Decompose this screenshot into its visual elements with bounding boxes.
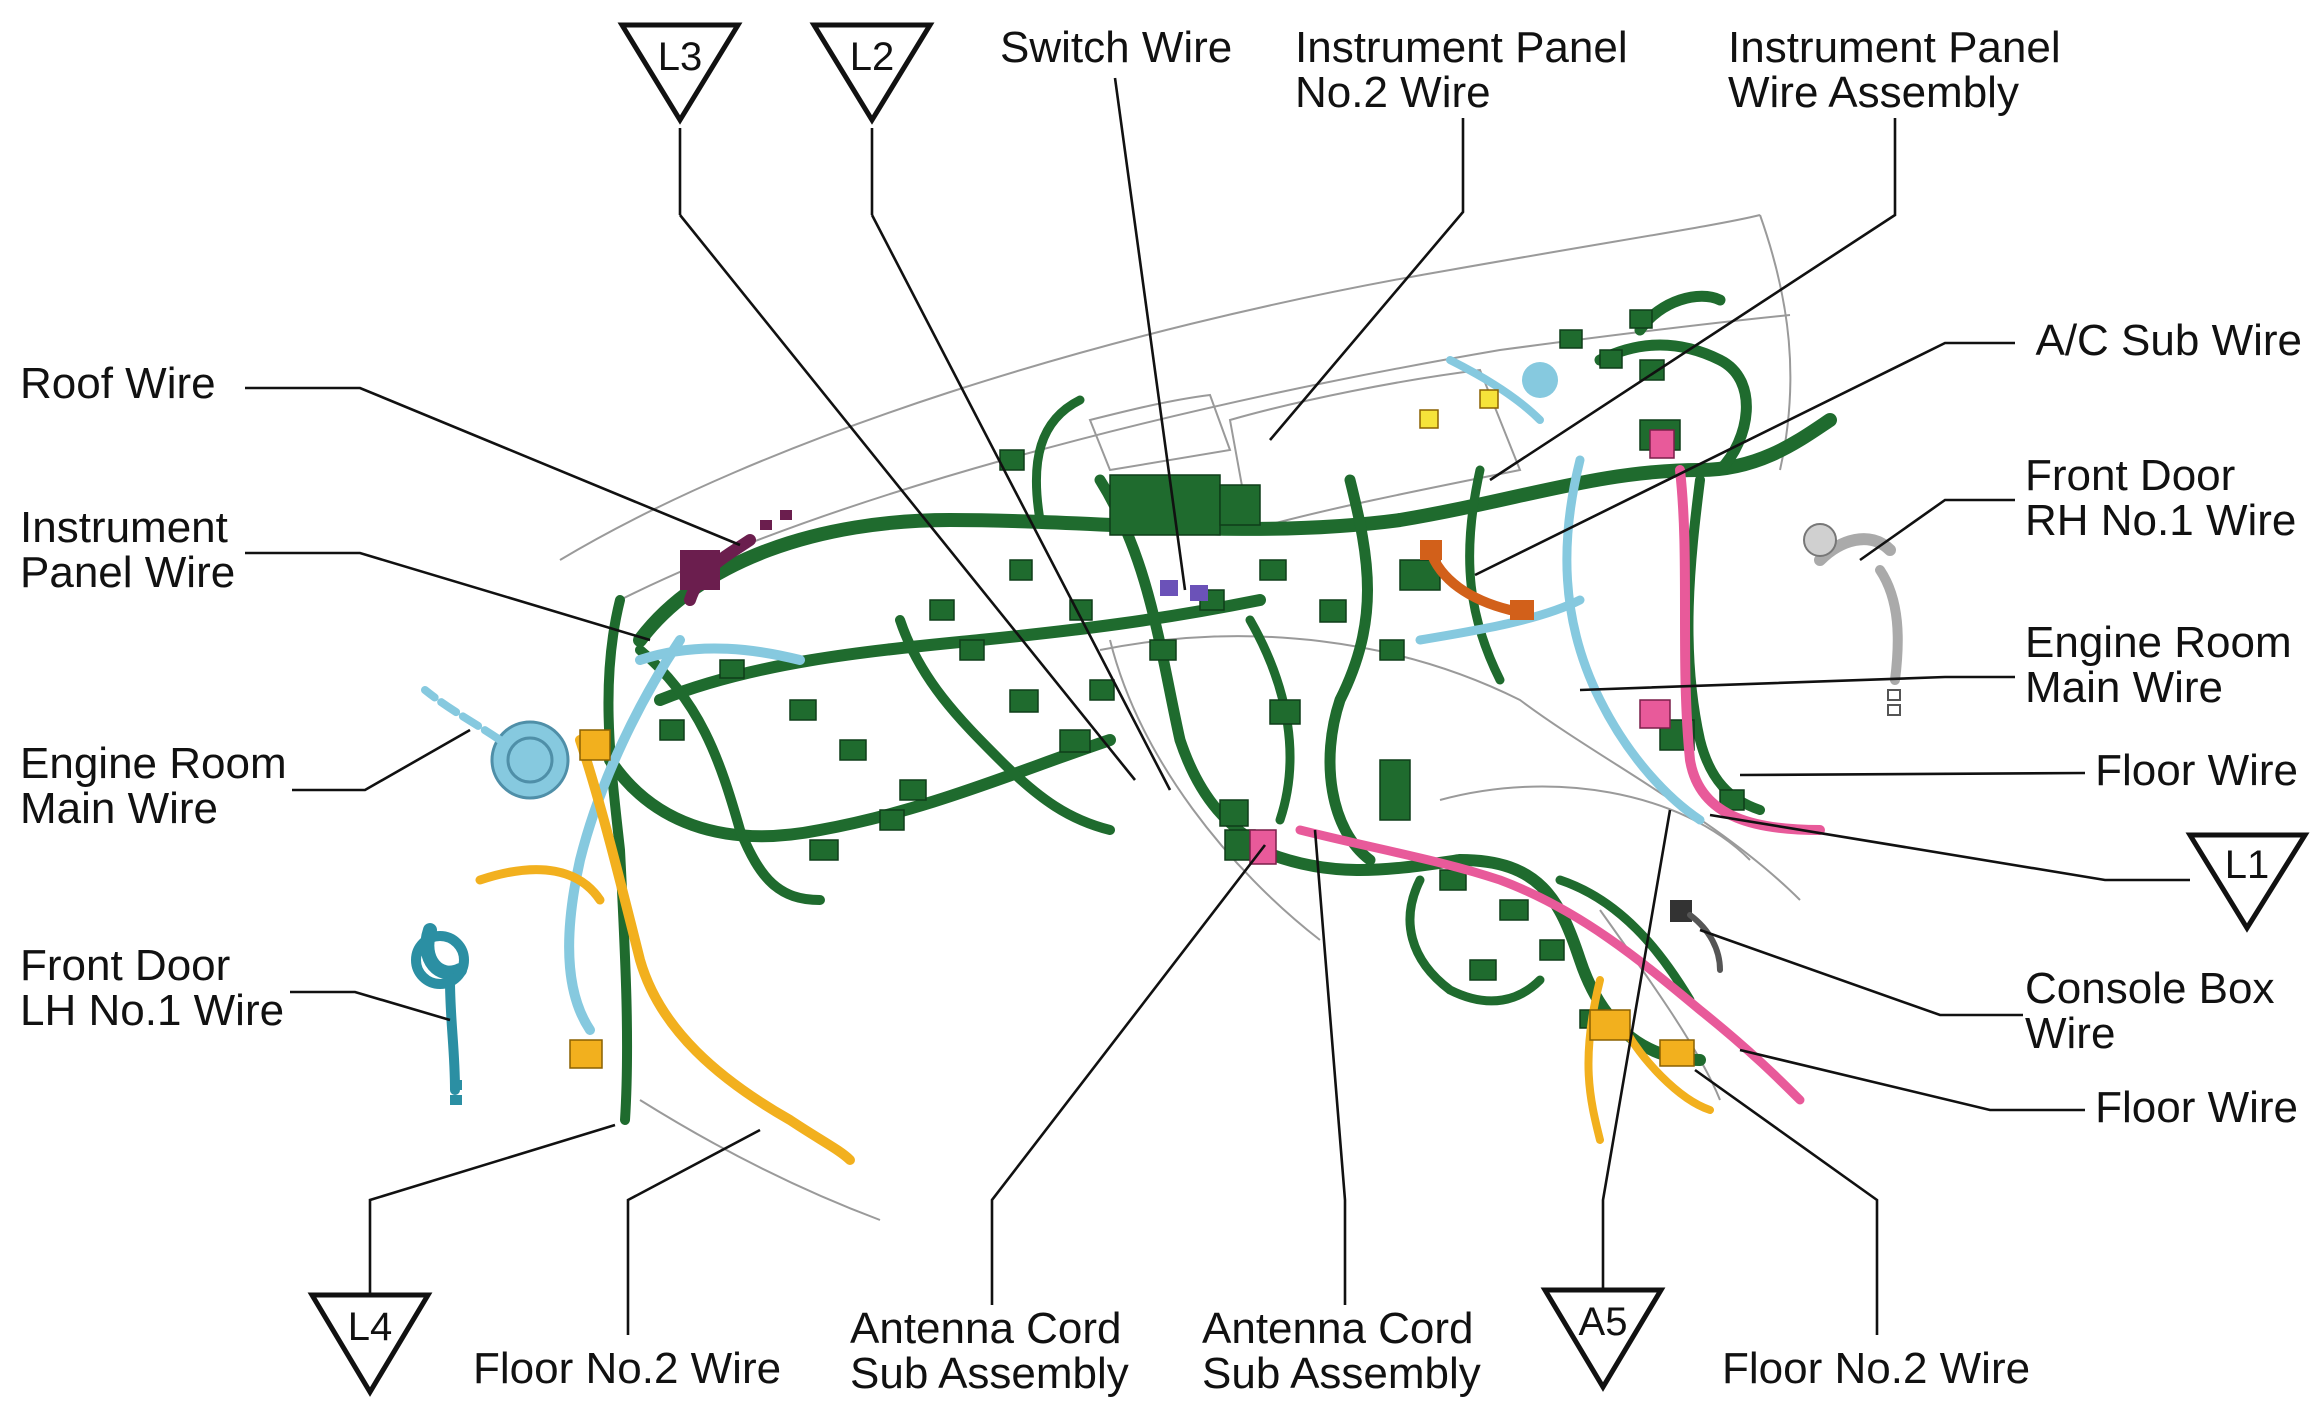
label-floor-no2-left: Floor No.2 Wire (473, 1344, 781, 1393)
marker-l2-label: L2 (850, 35, 895, 79)
marker-l3-label: L3 (658, 35, 703, 79)
marker-l4-label: L4 (348, 1305, 393, 1349)
marker-l3: L3 (617, 22, 743, 125)
marker-l2: L2 (809, 22, 935, 125)
roof-wire-harness (680, 510, 792, 606)
label-roof-wire: Roof Wire (20, 359, 216, 408)
harness-connectors (659, 309, 1745, 1029)
label-front-door-rh-line2: RH No.1 Wire (2025, 496, 2296, 545)
label-instrument-panel-no2-line1: Instrument Panel (1295, 23, 1628, 72)
label-antenna-cord-2-line2: Sub Assembly (1202, 1349, 1481, 1398)
leader-lines (245, 77, 2190, 1335)
label-front-door-rh-line1: Front Door (2025, 451, 2235, 500)
marker-l4: L4 (307, 1292, 433, 1397)
label-antenna-cord-1-line2: Sub Assembly (850, 1349, 1129, 1398)
label-front-door-lh-line2: LH No.1 Wire (20, 986, 284, 1035)
label-front-door-lh-line1: Front Door (20, 941, 230, 990)
vehicle-body-outline (559, 214, 1801, 1221)
label-engine-room-left-line1: Engine Room (20, 739, 287, 788)
label-engine-room-right-line1: Engine Room (2025, 618, 2292, 667)
label-ac-sub-wire: A/C Sub Wire (2035, 316, 2302, 365)
marker-a5: A5 (1540, 1287, 1666, 1392)
label-antenna-cord-1-line1: Antenna Cord (850, 1304, 1122, 1353)
marker-a5-label: A5 (1579, 1300, 1628, 1344)
label-instrument-panel-wire-line2: Panel Wire (20, 548, 235, 597)
marker-l1-label: L1 (2225, 843, 2270, 887)
label-engine-room-right-line2: Main Wire (2025, 663, 2223, 712)
label-engine-room-left-line2: Main Wire (20, 784, 218, 833)
label-instrument-panel-wire-line1: Instrument (20, 503, 228, 552)
label-console-box-line2: Wire (2025, 1009, 2115, 1058)
label-instrument-panel-assembly-line1: Instrument Panel (1728, 23, 2061, 72)
label-antenna-cord-2-line1: Antenna Cord (1202, 1304, 1474, 1353)
front-door-lh-harness (411, 923, 469, 1105)
label-floor-no2-right: Floor No.2 Wire (1722, 1344, 2030, 1393)
console-box-wire-harness (1670, 900, 1723, 973)
switch-wire-harness (1160, 580, 1208, 601)
label-floor-wire-lower: Floor Wire (2095, 1083, 2298, 1132)
label-instrument-panel-no2-line2: No.2 Wire (1295, 68, 1491, 117)
label-switch-wire: Switch Wire (1000, 23, 1232, 72)
label-console-box-line1: Console Box (2025, 964, 2274, 1013)
floor-no2-wire-harness (475, 389, 1714, 1165)
front-door-rh-harness (1803, 523, 1903, 716)
ac-sub-wire-harness (1420, 540, 1534, 620)
label-floor-wire-upper: Floor Wire (2095, 746, 2298, 795)
label-instrument-panel-assembly-line2: Wire Assembly (1728, 68, 2019, 117)
marker-l1: L1 (2185, 832, 2310, 933)
